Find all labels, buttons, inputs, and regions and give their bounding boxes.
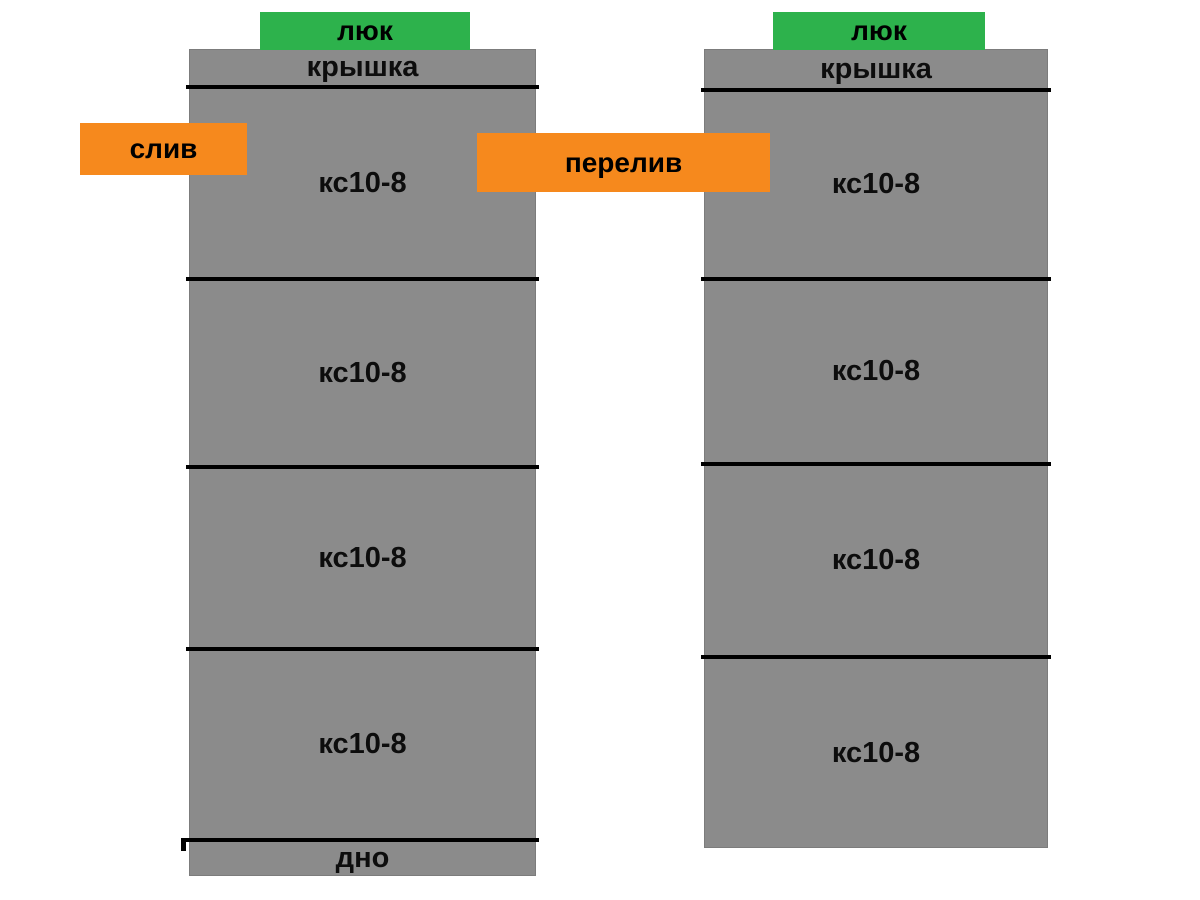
ring-segment: кс10-8 (190, 469, 535, 647)
manhole-hatch-right: люк (773, 12, 985, 50)
cover-band-left: крышка (190, 50, 535, 85)
cover-label: крышка (306, 51, 419, 83)
ring-label: кс10-8 (831, 168, 921, 200)
manhole-hatch-label: люк (337, 15, 393, 46)
ring-segment: кс10-8 (190, 89, 535, 277)
bottom-line-tick (181, 838, 186, 851)
ring-label: кс10-8 (831, 355, 921, 387)
bottom-band-left: дно (190, 842, 535, 875)
cover-band-right: крышка (705, 50, 1047, 88)
cover-joint-line (186, 85, 539, 89)
ring-label: кс10-8 (318, 541, 407, 574)
cover-label: крышка (820, 52, 932, 85)
ring-segment: кс10-8 (705, 92, 1047, 277)
ring-joint-line (701, 655, 1051, 659)
ring-label: кс10-8 (318, 728, 407, 760)
ring-segment: кс10-8 (705, 466, 1047, 655)
bottom-label: дно (335, 842, 390, 874)
ring-segment: кс10-8 (190, 281, 535, 465)
ring-label: кс10-8 (831, 736, 921, 769)
bottom-joint-line (181, 838, 539, 851)
manhole-hatch-left: люк (260, 12, 470, 50)
ring-label: кс10-8 (318, 356, 407, 389)
ring-label: кс10-8 (831, 544, 921, 576)
ring-joint-line (701, 277, 1051, 281)
drain-label-text: слив (129, 133, 198, 164)
ring-segment: кс10-8 (705, 659, 1047, 847)
manhole-hatch-label: люк (851, 15, 907, 46)
ring-segment: кс10-8 (705, 281, 1047, 462)
cover-joint-line (701, 88, 1051, 92)
overflow-label-text: перелив (564, 146, 683, 178)
overflow-pipe-label: перелив (477, 133, 770, 192)
ring-joint-line (186, 277, 539, 281)
ring-joint-line (186, 465, 539, 469)
ring-joint-line (186, 647, 539, 651)
ring-segment: кс10-8 (190, 651, 535, 838)
ring-joint-line (701, 462, 1051, 466)
ring-label: кс10-8 (318, 166, 407, 199)
drain-pipe-label: слив (80, 123, 247, 175)
